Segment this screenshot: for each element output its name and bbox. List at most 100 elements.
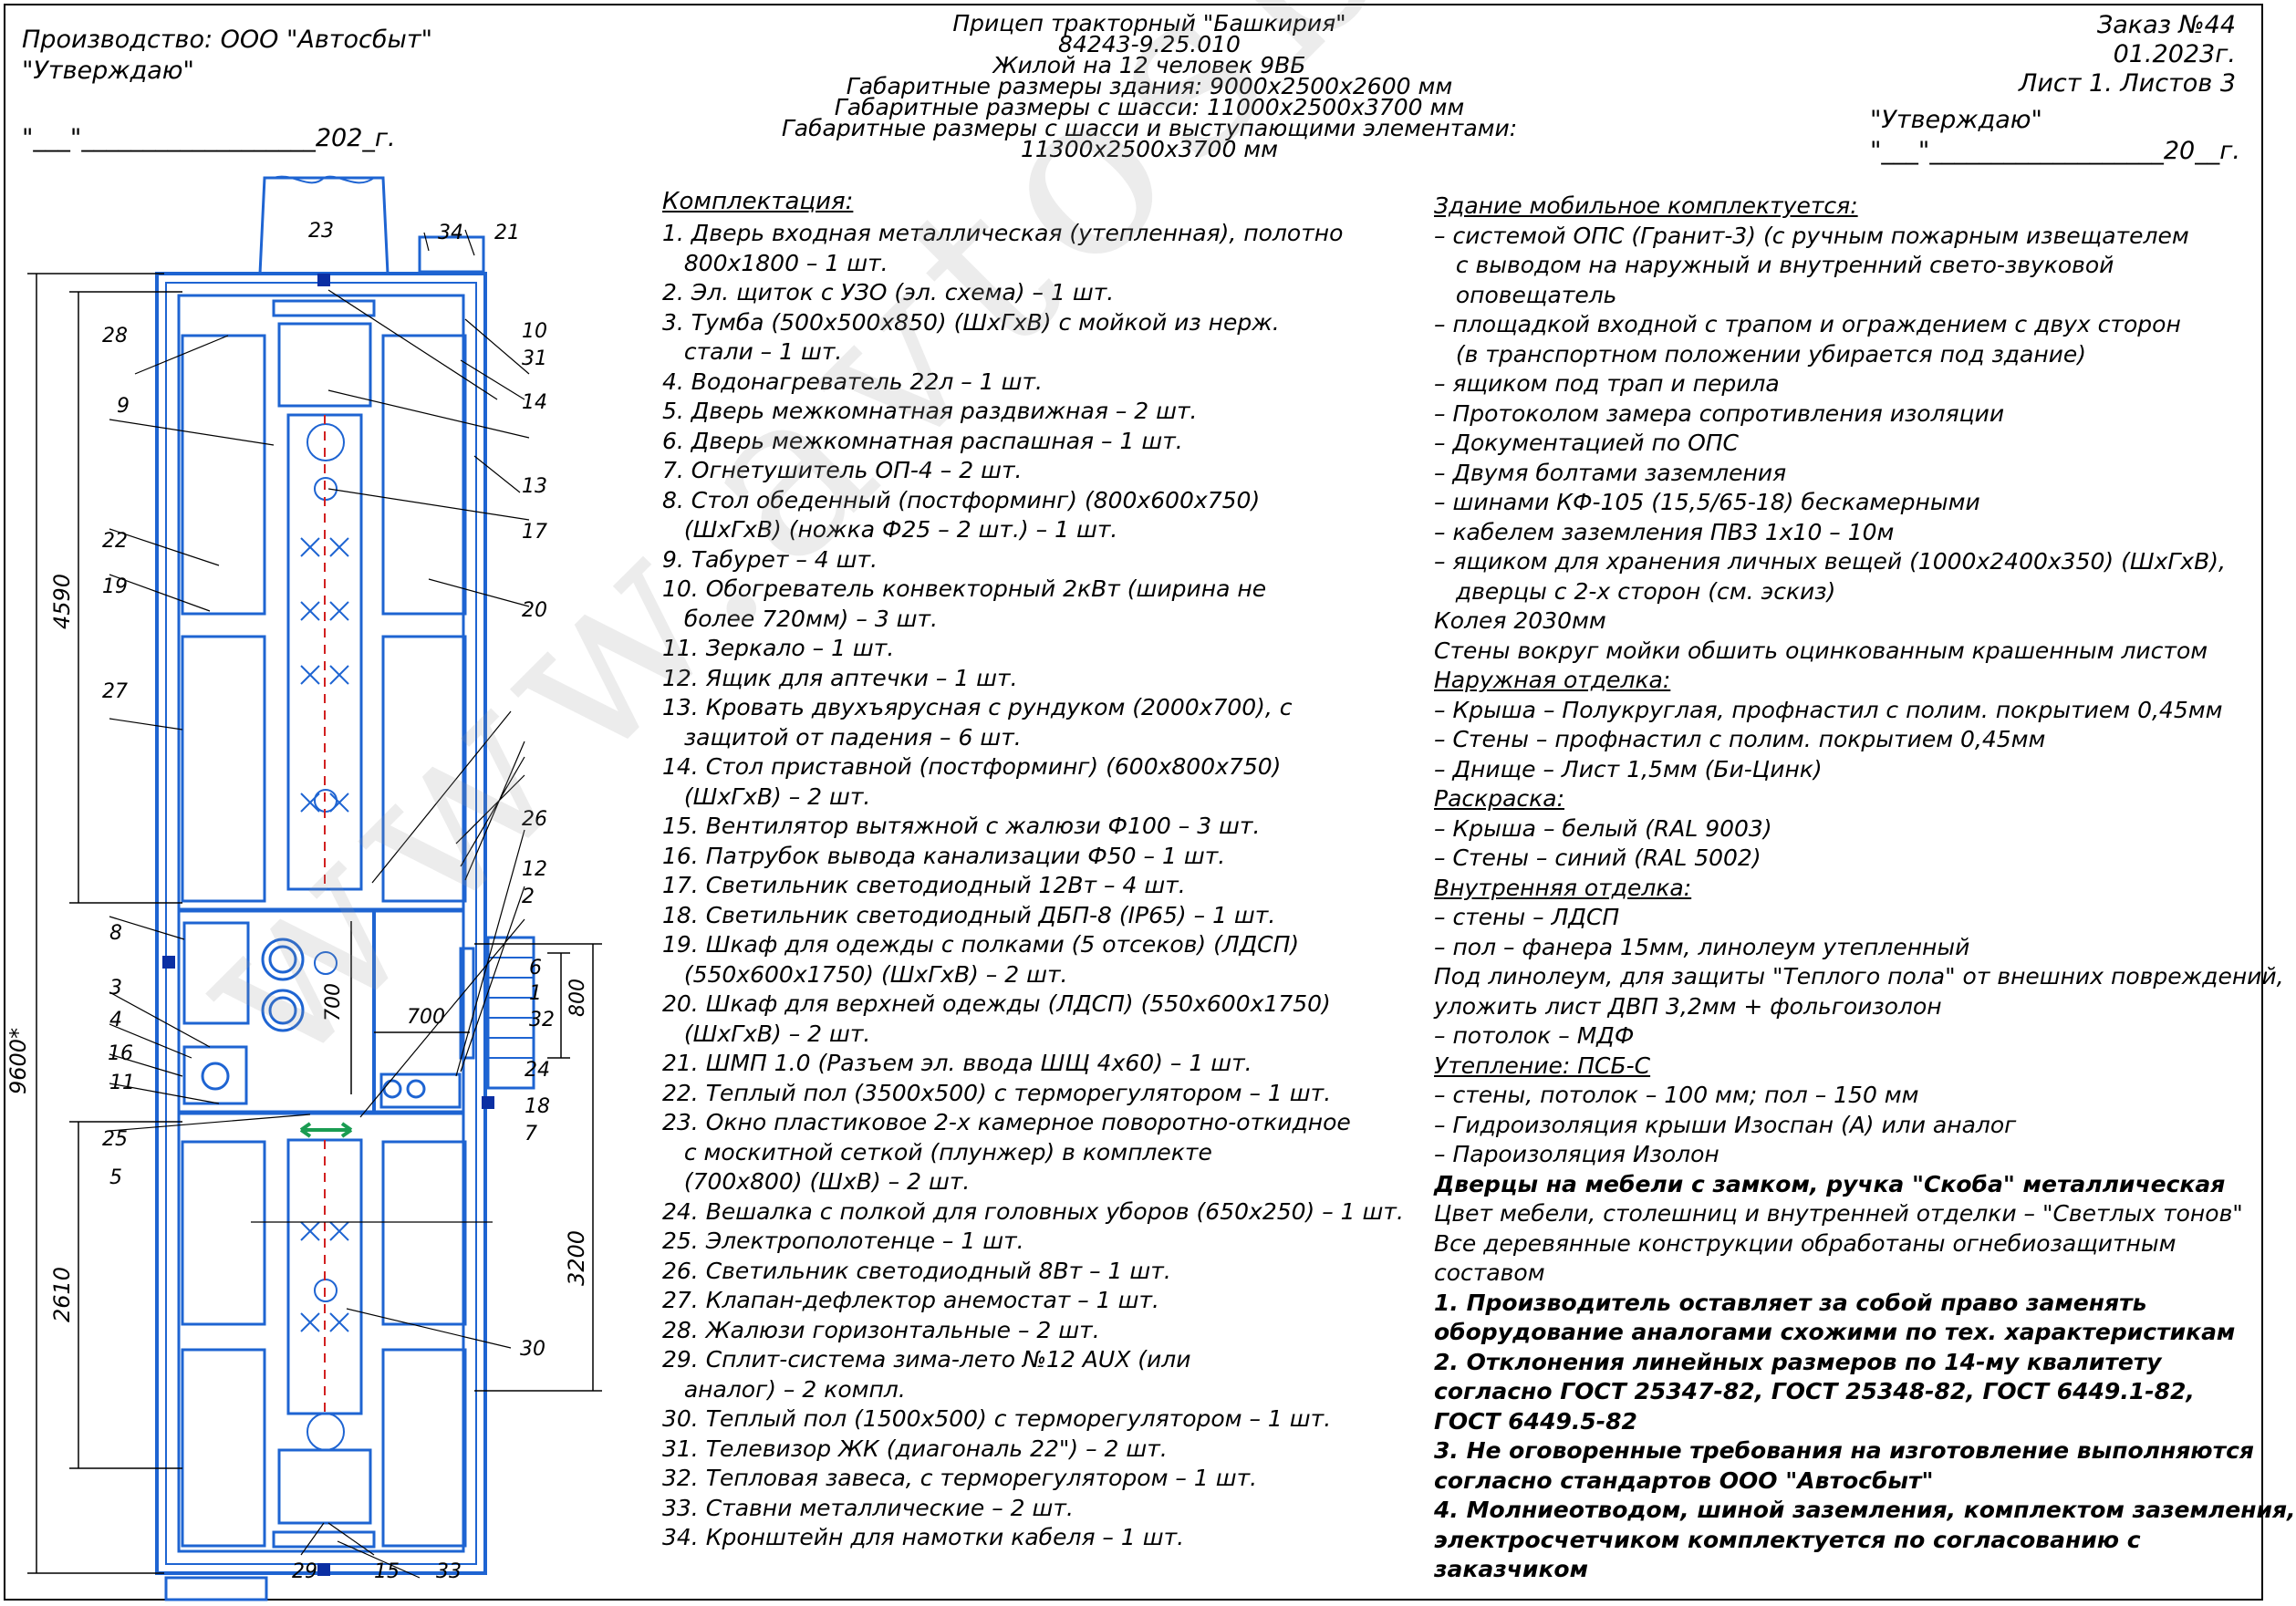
komplekt-item: 17. Светильник светодиодный 12Вт – 4 шт.	[662, 872, 1186, 898]
spec-line: – кабелем заземления ПВЗ 1x10 – 10м	[1434, 518, 1895, 545]
komplekt-item: 29. Сплит-система зима-лето №12 AUX (или	[662, 1346, 1191, 1373]
dimension-4590: 4590	[49, 574, 75, 629]
dimension-9600: 9600*	[5, 1028, 31, 1094]
komplekt-title: Комплектация:	[662, 188, 854, 215]
sliding-door-arrow	[299, 1122, 353, 1138]
callout-15: 15	[374, 1560, 400, 1583]
komplekt-item: 12. Ящик для аптечки – 1 шт.	[662, 664, 1018, 691]
callout-11: 11	[109, 1072, 135, 1094]
callout-5: 5	[109, 1166, 122, 1189]
bunk-bed	[181, 635, 266, 903]
floor-plan: 9600* 4590 2610 3200 700 700 800 23 34 2…	[5, 175, 602, 1601]
komplekt-item: аналог) – 2 компл.	[662, 1375, 906, 1403]
callout-28: 28	[102, 325, 128, 347]
callout-20: 20	[522, 599, 547, 622]
spec-line: 2. Отклонения линейных размеров по 14-му…	[1434, 1348, 2162, 1375]
callout-10: 10	[522, 320, 547, 343]
komplekt-item: 18. Светильник светодиодный ДБП-8 (IP65)…	[662, 901, 1276, 928]
spec-line: – Документацией по ОПС	[1434, 430, 1739, 456]
spec-line: Внутренняя отделка:	[1434, 874, 1692, 901]
spec-line: Колея 2030мм	[1434, 607, 1606, 634]
komplekt-item: 25. Электрополотенце – 1 шт.	[662, 1228, 1024, 1254]
spec-line: – Двумя болтами заземления	[1434, 459, 1787, 486]
komplekt-item: 19. Шкаф для одежды с полками (5 отсеков…	[662, 931, 1300, 958]
spec-line: – пол – фанера 15мм, линолеум утепленный	[1434, 933, 1970, 960]
komplekt-item: 15. Вентилятор вытяжной с жалюзи Ф100 – …	[662, 813, 1261, 839]
shutter	[418, 235, 485, 274]
callout-18: 18	[525, 1095, 550, 1118]
bunk-bed	[181, 1348, 266, 1548]
komplekt-item: стали – 1 шт.	[662, 338, 843, 365]
spec-line: Раскраска:	[1434, 785, 1565, 812]
dining-table	[182, 921, 250, 1025]
callout-32: 32	[529, 1009, 555, 1031]
komplekt-item: 23. Окно пластиковое 2-х камерное поворо…	[662, 1109, 1351, 1135]
spec-line: – ящиком для хранения личных вещей (1000…	[1434, 548, 2226, 575]
spec-line: ГОСТ 6449.5-82	[1434, 1407, 1637, 1435]
komplekt-item: 31. Телевизор ЖК (диагональ 22") – 2 шт.	[662, 1435, 1168, 1462]
komplekt-item: 4. Водонагреватель 22л – 1 шт.	[662, 368, 1043, 395]
callout-31: 31	[522, 347, 547, 370]
sink-cabinet	[182, 1045, 248, 1105]
komplekt-item: 9. Табурет – 4 шт.	[662, 545, 878, 573]
spec-line: Наружная отделка:	[1434, 667, 1671, 693]
approve-right: "Утверждаю"	[1870, 106, 2042, 134]
komplekt-item: защитой от падения – 6 шт.	[662, 723, 1022, 751]
callout-29: 29	[292, 1560, 317, 1583]
spec-line: Под линолеум, для защиты "Теплого пола" …	[1434, 963, 2284, 990]
spec-line: согласно ГОСТ 25347-82, ГОСТ 25348-82, Г…	[1434, 1378, 2195, 1404]
sign-right: "___"___________________20__г.	[1870, 137, 2240, 165]
spec-line: – ящиком под трап и перила	[1434, 370, 1780, 397]
callout-19: 19	[102, 575, 128, 598]
komplekt-list: 1. Дверь входная металлическая (утепленн…	[662, 219, 1404, 1553]
callout-21: 21	[494, 222, 520, 244]
spec-line: – Крыша – Полукруглая, профнастил с поли…	[1434, 696, 2223, 723]
callout-3: 3	[109, 977, 122, 1000]
dimension-2610: 2610	[49, 1267, 75, 1322]
callout-33: 33	[436, 1560, 462, 1583]
manufacturer-line: Производство: ООО "Автосбыт"	[22, 26, 432, 54]
komplekt-item: 13. Кровать двухъярусная с рундуком (200…	[662, 694, 1293, 720]
komplekt-item: 7. Огнетушитель ОП-4 – 2 шт.	[662, 457, 1023, 483]
komplekt-item: (ШxГxВ) – 2 шт.	[662, 1020, 871, 1047]
spec-line: – Пароизоляция Изолон	[1434, 1141, 1719, 1167]
spec-line: 3. Не оговоренные требования на изготовл…	[1434, 1437, 2254, 1464]
callout-13: 13	[522, 475, 547, 498]
spec-line: составом	[1434, 1259, 1545, 1286]
komplekt-item: 3. Тумба (500x500x850) (ШxГxВ) с мойкой …	[662, 308, 1280, 336]
title-line: Габаритные размеры с шасси и выступающим…	[781, 115, 1518, 162]
komplekt-item: 34. Кронштейн для намотки кабеля – 1 шт.	[662, 1524, 1185, 1550]
komplekt-item: 11. Зеркало – 1 шт.	[662, 635, 895, 661]
spec-line: с выводом на наружный и внутренний свето…	[1434, 252, 2114, 278]
spec-line: Цвет мебели, столешниц и внутренней отде…	[1434, 1200, 2243, 1227]
spec-line: заказчиком	[1434, 1556, 1589, 1582]
sheet-number: Лист 1. Листов 3	[2019, 69, 2236, 98]
bunk-bed	[381, 334, 467, 616]
komplekt-item: 33. Ставни металлические – 2 шт.	[662, 1494, 1074, 1521]
komplekt-item: 28. Жалюзи горизонтальные – 2 шт.	[662, 1316, 1100, 1343]
callout-9: 9	[117, 395, 130, 418]
callout-25: 25	[102, 1128, 128, 1151]
stool	[261, 989, 305, 1032]
komplekt-item: 6. Дверь межкомнатная распашная – 1 шт.	[662, 427, 1183, 454]
spec-line: – Крыша – белый (RAL 9003)	[1434, 814, 1772, 842]
komplekt-item: 22. Теплый пол (3500x500) с терморегулят…	[662, 1079, 1332, 1106]
komplekt-item: 26. Светильник светодиодный 8Вт – 1 шт.	[662, 1257, 1171, 1284]
komplekt-item: 5. Дверь межкомнатная раздвижная – 2 шт.	[662, 398, 1198, 424]
order-date: 01.2023г.	[2113, 40, 2236, 68]
callout-1: 1	[529, 982, 542, 1005]
callout-30: 30	[520, 1338, 545, 1361]
order-number: Заказ №44	[2096, 11, 2236, 39]
spec-line: – площадкой входной с трапом и ограждени…	[1434, 311, 2181, 337]
komplekt-item: 32. Тепловая завеса, с терморегулятором …	[662, 1465, 1258, 1491]
komplekt-item: 14. Стол приставной (постформинг) (600x8…	[662, 753, 1282, 780]
title-line: Жилой на 12 человек 9ВБ	[992, 52, 1306, 78]
spec-line: Утепление: ПСБ-С	[1434, 1052, 1651, 1079]
title-line: Прицеп тракторный "Башкирия"	[952, 10, 1346, 36]
callout-34: 34	[438, 222, 463, 244]
dimension-800: 800	[566, 979, 589, 1017]
komplekt-item: 10. Обогреватель конвекторный 2кВт (шири…	[662, 575, 1267, 602]
komplekt-item: 16. Патрубок вывода канализации Ф50 – 1 …	[662, 842, 1226, 869]
shutter	[164, 1576, 268, 1601]
sign-left: "___"___________________202_г.	[22, 124, 396, 152]
